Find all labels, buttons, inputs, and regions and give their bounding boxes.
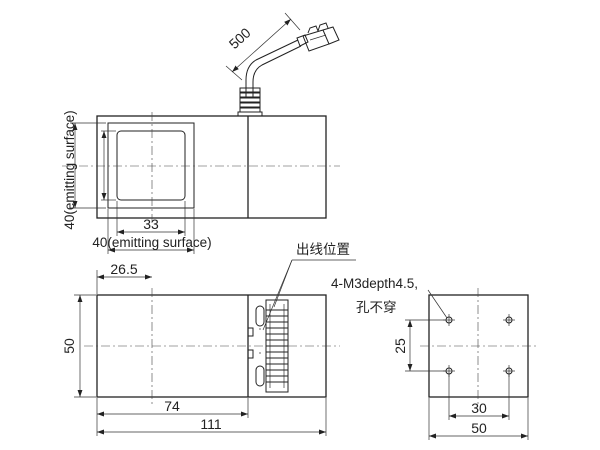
emitting-height-label: 40(emitting surface) [62, 110, 77, 229]
connector-plug [296, 22, 340, 52]
emitting-window-outer [107, 122, 195, 209]
cable-assembly: 500 [226, 12, 340, 117]
cable-length-dimension: 500 [226, 12, 301, 81]
body-length-label: 74 [164, 398, 180, 414]
side-view: 4-M3depth4.5, 孔不穿 25 30 50 [331, 276, 536, 440]
center-offset-label: 26.5 [110, 261, 137, 277]
top-view: 500 40(emitting surface) 33 40(emitting … [62, 12, 340, 254]
hole-pitch-vertical-label: 25 [392, 338, 408, 354]
hole-pitch-horizontal-label: 30 [471, 400, 487, 416]
hole-spec-line2: 孔不穿 [356, 300, 397, 315]
mounting-hole [503, 314, 515, 326]
emitting-window-inner [116, 130, 186, 201]
total-length-label: 111 [200, 416, 221, 432]
outlet-position-label: 出线位置 [296, 242, 350, 257]
inner-width-label: 33 [143, 216, 159, 232]
strain-relief [237, 87, 263, 117]
cable-length-label: 500 [226, 24, 254, 52]
side-width-label: 50 [471, 420, 487, 436]
top-body-outline [96, 115, 327, 219]
terminal-pins [259, 309, 288, 383]
height-label: 50 [61, 338, 77, 354]
front-view: 出线位置 26.5 50 74 111 [61, 242, 356, 436]
emitting-width-label: 40(emitting surface) [92, 235, 211, 250]
mounting-holes [443, 314, 515, 377]
hole-spec-line1: 4-M3depth4.5, [331, 276, 418, 291]
